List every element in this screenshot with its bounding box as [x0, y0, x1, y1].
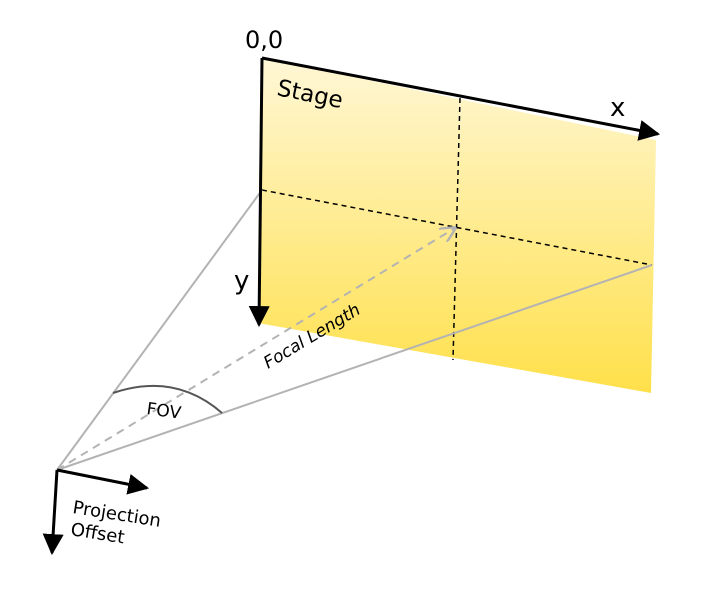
x-axis-label: x: [610, 93, 625, 123]
fov-upper-ray: [56, 189, 263, 471]
fov-arc: [112, 384, 223, 414]
projection-y-arrow: [42, 469, 64, 556]
fov-lower-ray: [56, 264, 653, 471]
origin-label: 0,0: [245, 26, 283, 54]
projection-x-arrow: [56, 468, 150, 495]
y-axis-arrow: [248, 57, 270, 328]
x-axis-arrow: [261, 56, 661, 141]
stage-vertical-centerline: [452, 97, 461, 361]
focal-length-arrow: [56, 228, 455, 471]
y-axis-label: y: [234, 266, 249, 296]
fov-label: FOV: [145, 399, 182, 424]
